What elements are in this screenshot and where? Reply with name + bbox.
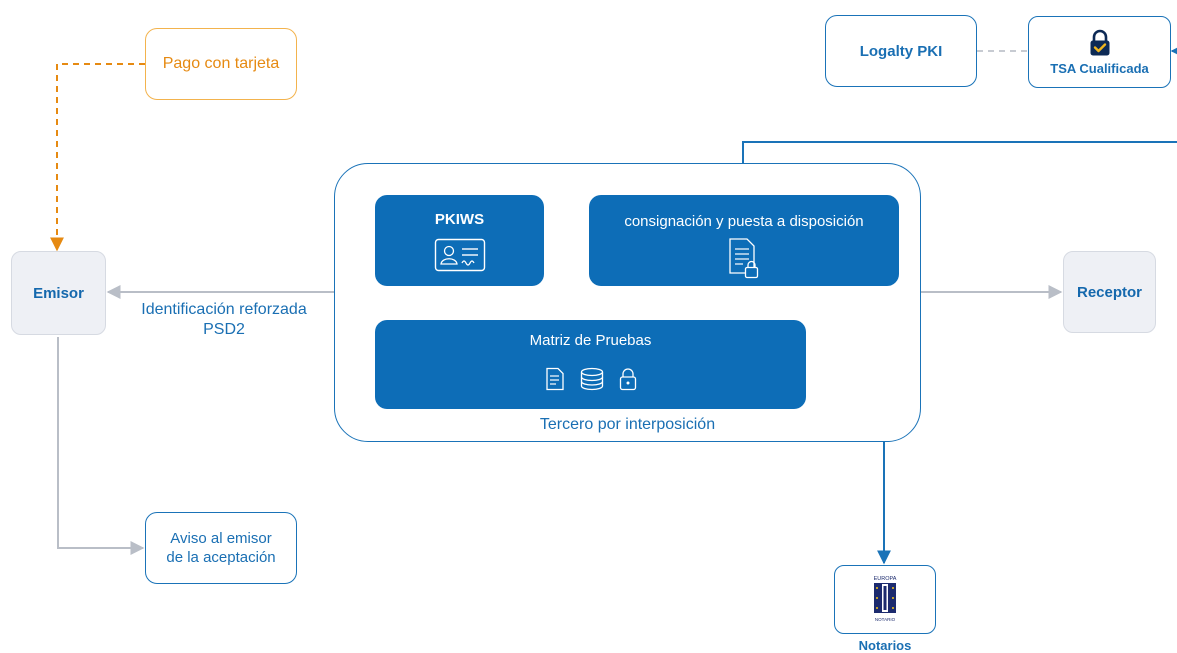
node-pkiws: PKIWS <box>375 195 544 286</box>
node-logalty-pki: Logalty PKI <box>825 15 977 87</box>
matriz-icons <box>545 367 637 391</box>
padlock-check-icon <box>1090 29 1109 55</box>
node-pago-con-tarjeta: Pago con tarjeta <box>145 28 297 100</box>
node-aviso-emisor: Aviso al emisor de la aceptación <box>145 512 297 584</box>
identificacion-line-2: PSD2 <box>203 321 245 338</box>
notarios-label: Notarios <box>858 638 912 653</box>
emisor-label: Emisor <box>33 284 84 302</box>
node-tsa-cualificada: TSA Cualificada <box>1028 16 1171 88</box>
aviso-line-2: de la aceptación <box>166 549 276 566</box>
edge-emisor-aviso <box>57 337 145 555</box>
pkiws-label: PKIWS <box>434 211 485 228</box>
tsa-label: TSA Cualificada <box>1050 60 1149 76</box>
edge-label-identificacion: Identificación reforzada PSD2 <box>118 300 330 340</box>
logalty-label: Logalty PKI <box>859 42 943 60</box>
node-notarios: EUROPA NOTARIO <box>834 565 936 634</box>
logo-text-europa: EUROPA <box>874 576 897 582</box>
pago-label: Pago con tarjeta <box>162 55 280 72</box>
europa-notario-logo: EUROPA NOTARIO <box>874 576 897 622</box>
node-receptor: Receptor <box>1063 251 1156 333</box>
logo-text-notario: NOTARIO <box>875 617 896 622</box>
edge-pago-emisor <box>50 63 145 252</box>
consignacion-label: consignación y puesta a disposición <box>624 213 864 230</box>
lock-icon <box>619 368 636 391</box>
matriz-label: Matriz de Pruebas <box>529 332 652 349</box>
database-icon <box>580 367 603 391</box>
aviso-line-1: Aviso al emisor <box>170 530 272 547</box>
receptor-label: Receptor <box>1076 283 1143 301</box>
identificacion-line-1: Identificación reforzada <box>141 301 307 318</box>
id-card-icon <box>434 238 485 272</box>
locked-document-icon <box>729 238 759 279</box>
tercero-label: Tercero por interposición <box>539 416 716 433</box>
document-icon <box>545 367 564 391</box>
node-emisor: Emisor <box>11 251 106 335</box>
node-consignacion: consignación y puesta a disposición <box>589 195 899 286</box>
node-matriz-pruebas: Matriz de Pruebas <box>375 320 806 409</box>
